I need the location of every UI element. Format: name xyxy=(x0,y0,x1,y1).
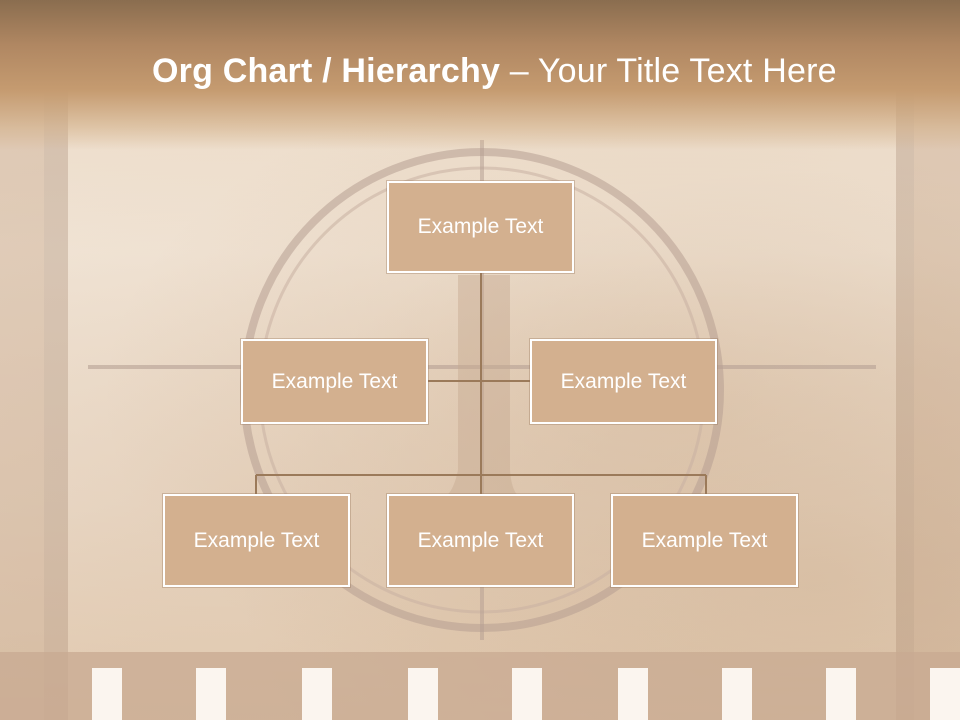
sprocket-hole xyxy=(618,668,648,720)
sprocket-hole xyxy=(826,668,856,720)
org-node-top[interactable]: Example Text xyxy=(387,181,574,273)
org-node-label: Example Text xyxy=(193,528,320,552)
film-edge-right-inner xyxy=(896,0,914,720)
org-node-label: Example Text xyxy=(560,369,687,393)
org-node-child-left[interactable]: Example Text xyxy=(163,494,350,587)
org-node-label: Example Text xyxy=(271,369,398,393)
org-node-child-right[interactable]: Example Text xyxy=(611,494,798,587)
org-node-child-center[interactable]: Example Text xyxy=(387,494,574,587)
slide-title-rest: Your Title Text Here xyxy=(537,52,837,90)
sprocket-hole xyxy=(196,668,226,720)
org-node-label: Example Text xyxy=(417,528,544,552)
sprocket-hole xyxy=(930,668,960,720)
slide-title-bold: Org Chart / Hierarchy xyxy=(152,52,501,90)
sprocket-hole xyxy=(512,668,542,720)
org-node-assistant-left[interactable]: Example Text xyxy=(241,339,428,424)
title-banner xyxy=(0,0,960,150)
slide-title: Org Chart / Hierarchy – Your Title Text … xyxy=(152,52,837,91)
slide-title-dash: – xyxy=(500,52,538,90)
sprocket-hole xyxy=(408,668,438,720)
filmstrip-bottom xyxy=(0,652,960,720)
sprocket-hole xyxy=(92,668,122,720)
org-node-label: Example Text xyxy=(641,528,768,552)
sprocket-hole xyxy=(302,668,332,720)
org-node-assistant-right[interactable]: Example Text xyxy=(530,339,717,424)
sprocket-hole xyxy=(722,668,752,720)
org-node-label: Example Text xyxy=(417,215,544,238)
